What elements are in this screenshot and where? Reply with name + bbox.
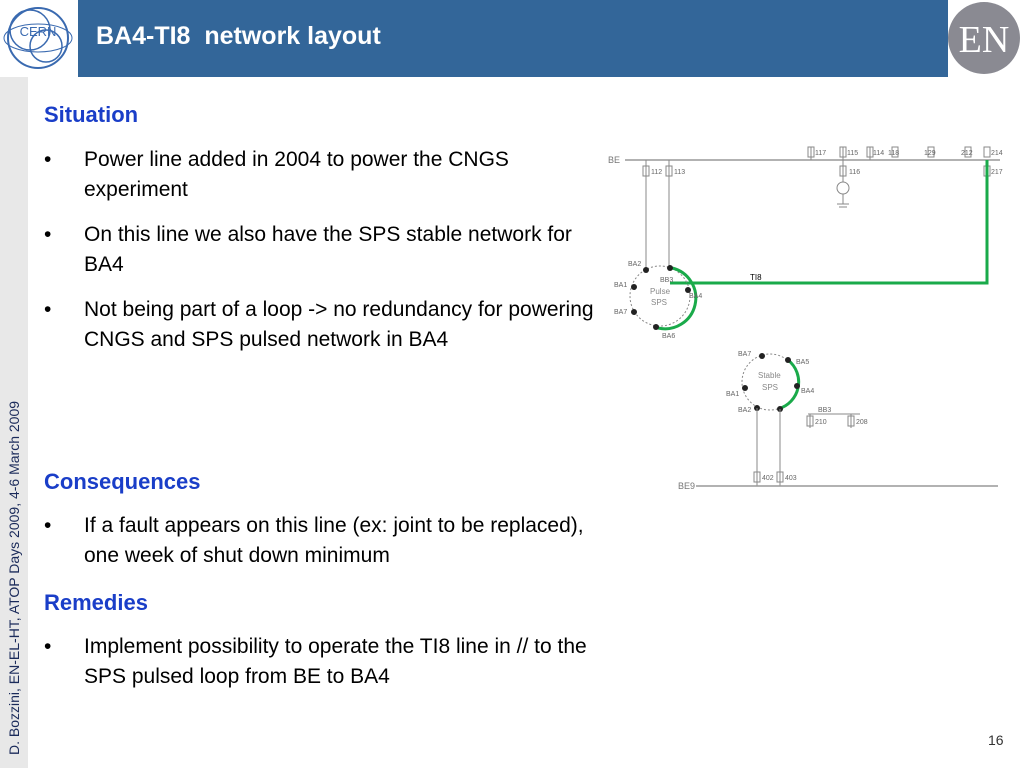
- breaker-label: 217: [991, 169, 1003, 176]
- node-label: BA6: [662, 333, 675, 340]
- ti8-line: [670, 160, 989, 285]
- breaker-label: 115: [847, 150, 858, 157]
- breaker-label: 112: [651, 169, 662, 176]
- node-label: BB3: [660, 277, 673, 284]
- side-footer-text: D. Bozzini, EN-EL-HT, ATOP Days 2009, 4-…: [6, 400, 22, 755]
- breaker-label: 402: [762, 475, 774, 482]
- network-diagram: BE 117 115 114 118 129 212 214: [600, 130, 1020, 500]
- node-label: BA1: [614, 282, 627, 289]
- bullet-dot: •: [44, 298, 52, 321]
- breaker-label: 118: [888, 150, 899, 157]
- bus-label-be9: BE9: [678, 481, 695, 491]
- heading-situation: Situation: [44, 102, 139, 127]
- node-label: BA2: [628, 261, 641, 268]
- pulse-loop-green: [657, 266, 698, 331]
- page-number: 16: [988, 732, 1004, 748]
- pulse-loop-label1: Pulse: [650, 287, 671, 296]
- breaker-label: 210: [815, 419, 827, 426]
- header-bar: [78, 0, 948, 77]
- stable-loop-label2: SPS: [762, 383, 778, 392]
- bullet-text: Power line added in 2004 to power the CN…: [84, 148, 509, 201]
- bullet-text: On this line we also have the SPS stable…: [84, 223, 572, 276]
- node-label: BA7: [614, 309, 627, 316]
- bullet-dot: •: [44, 635, 52, 658]
- node-label: BA2: [738, 407, 751, 414]
- breaker-label: 403: [785, 475, 797, 482]
- node-label: BA4: [689, 293, 702, 300]
- bus-label-be: BE: [608, 155, 620, 165]
- breaker-label: 113: [674, 169, 685, 176]
- node-label: BA7: [738, 351, 751, 358]
- node-label: BA5: [796, 359, 809, 366]
- bullet-item: • On this line we also have the SPS stab…: [44, 220, 604, 280]
- node-label: BA4: [801, 388, 814, 395]
- pulse-loop-label2: SPS: [651, 298, 667, 307]
- breaker-label: 116: [849, 169, 860, 176]
- node-label: BA1: [726, 391, 739, 398]
- en-logo: EN: [944, 0, 1024, 80]
- bullet-text: Not being part of a loop -> no redundanc…: [84, 298, 594, 351]
- en-logo-text: EN: [959, 19, 1010, 61]
- node-label: BB3: [818, 407, 831, 414]
- top-breakers: [807, 146, 991, 160]
- heading-remedies: Remedies: [44, 590, 148, 615]
- breaker-label: 214: [991, 150, 1003, 157]
- breaker-label: 114: [873, 150, 884, 157]
- side-strip: [0, 77, 28, 768]
- bullet-item: • Not being part of a loop -> no redunda…: [44, 295, 604, 385]
- bullet-text: Implement possibility to operate the TI8…: [84, 635, 587, 688]
- heading-consequences: Consequences: [44, 469, 201, 494]
- ti8-label: TI8: [750, 273, 762, 282]
- breaker-label: 208: [856, 419, 868, 426]
- bullet-dot: •: [44, 223, 52, 246]
- bullet-item: • Implement possibility to operate the T…: [44, 632, 604, 692]
- bullet-item: • Power line added in 2004 to power the …: [44, 145, 604, 205]
- cern-logo: CERN: [0, 0, 77, 77]
- bullet-dot: •: [44, 148, 52, 171]
- bullet-text: If a fault appears on this line (ex: joi…: [84, 514, 584, 567]
- breaker-label: 129: [924, 150, 936, 157]
- stable-loop-label1: Stable: [758, 371, 781, 380]
- breaker-label: 212: [961, 150, 973, 157]
- breaker-label: 117: [815, 150, 826, 157]
- bullet-dot: •: [44, 514, 52, 537]
- bullet-item: • If a fault appears on this line (ex: j…: [44, 511, 604, 571]
- slide-title: BA4-TI8 network layout: [96, 22, 381, 50]
- cern-logo-text: CERN: [20, 24, 57, 39]
